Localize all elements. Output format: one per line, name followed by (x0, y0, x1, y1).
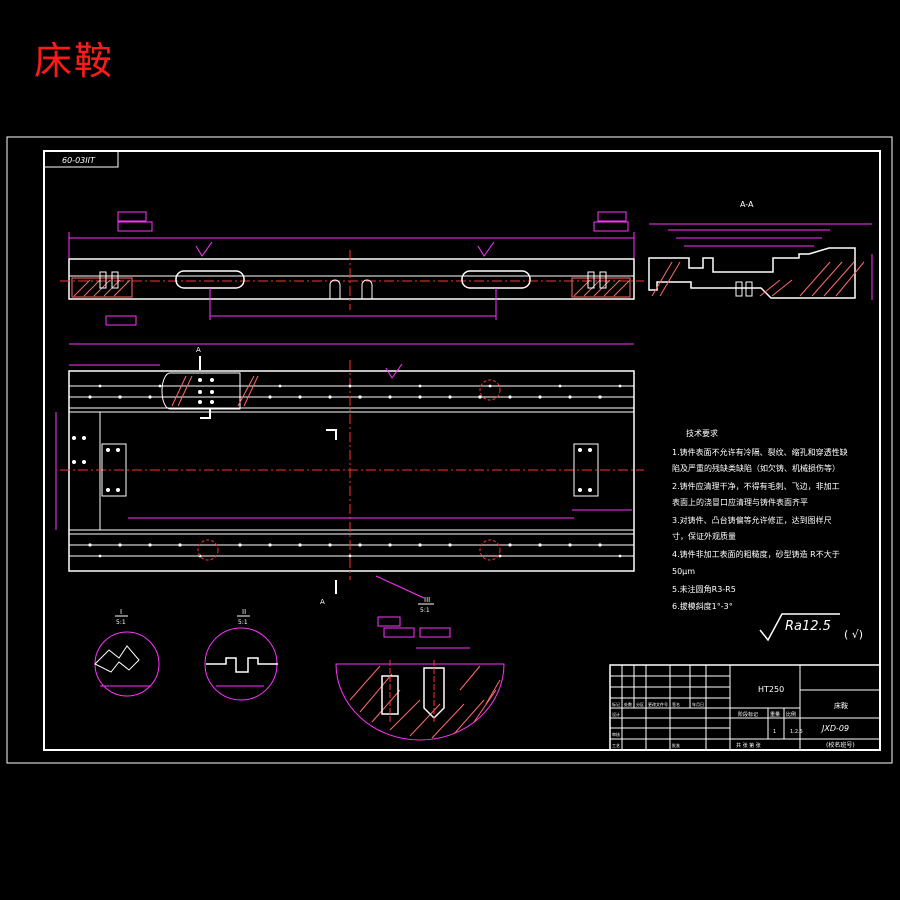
detail-i-mark: I (120, 608, 122, 616)
page-title: 床鞍 (34, 39, 115, 83)
tech-item: 50μm (672, 567, 695, 576)
tech-item: 6.拔模斜度1°-3° (672, 601, 733, 611)
tb-row-label: 签名 (672, 701, 680, 707)
tb-company: (校名班号) (826, 741, 855, 749)
tb-drawing-no: JXD-09 (820, 724, 849, 733)
front-left-hatch (71, 271, 133, 298)
detail-ii-mark: II (242, 608, 246, 616)
detail-iii-mark: III (424, 596, 430, 604)
roughness-paren: ( √) (844, 628, 863, 641)
tb-row-label: 更改文件号 (648, 701, 668, 707)
inner-frame (43, 150, 881, 751)
section-label: A-A (740, 200, 754, 209)
stamp-code: 60-03IIT (62, 156, 96, 165)
tb-scale-label: 比例 (786, 711, 796, 718)
tech-item: 表面上的浇冒口应清理与铸件表面齐平 (672, 497, 808, 507)
roughness-value: Ra12.5 (785, 619, 831, 634)
tb-row-label: 处数 (624, 701, 632, 707)
detail-i: I 5:1 (94, 608, 160, 697)
section-a-a: A-A (648, 200, 873, 300)
tech-item: 2.铸件应清理干净，不得有毛刺、飞边，非加工 (672, 481, 840, 491)
rail-holes-upper (88, 384, 622, 399)
tech-item: 5.未注圆角R3-R5 (672, 584, 736, 594)
section-marker-top: A (196, 346, 201, 354)
tb-process-label: 工艺 (612, 743, 620, 748)
tb-check-label: 审核 (612, 731, 620, 737)
tb-row-label: 分区 (636, 701, 644, 707)
section-marker-bottom: A (320, 598, 325, 606)
tb-row-label: 标记 (612, 701, 620, 707)
detail-iii-scale: 5:1 (420, 607, 430, 614)
tech-item: 3.对铸件、凸台铸偏等允许修正，达到图样尺 (672, 515, 832, 525)
detail-i-scale: 5:1 (116, 619, 126, 626)
plan-view: A A (55, 343, 644, 606)
stamp-box: 60-03IIT (43, 150, 119, 168)
tb-part-name: 床鞍 (834, 701, 848, 710)
section-hatch (651, 261, 865, 297)
tech-item: 1.铸件表面不允许有冷隔、裂纹、缩孔和穿透性缺 (672, 447, 848, 457)
tb-weight-label: 重量 (770, 711, 780, 718)
front-right-hatch (571, 271, 631, 298)
roughness-symbol: Ra12.5 ( √) (759, 613, 863, 642)
detail-iii: III 5:1 (335, 596, 505, 741)
rail-holes-lower (88, 543, 622, 558)
tb-qty: 1 (773, 729, 776, 735)
tb-sheet-label: 共 张 第 张 (736, 742, 761, 749)
front-view (60, 211, 644, 326)
detail-ii: II 5:1 (204, 608, 278, 701)
tb-material: HT250 (758, 685, 784, 694)
tb-scale: 1:2.5 (790, 729, 803, 735)
tech-heading: 技术要求 (686, 428, 718, 438)
tb-stage-label: 阶段标记 (738, 711, 758, 718)
title-block: HT250 床鞍 JXD-09 (校名班号) 阶段标记 重量 比例 1:2.5 … (609, 664, 881, 751)
tb-approve-label: 批准 (672, 742, 680, 748)
detail-ii-scale: 5:1 (238, 619, 248, 626)
tech-item: 陷及严重的残缺类缺陷（如欠铸、机械损伤等） (672, 463, 840, 473)
plan-pocket (161, 372, 259, 410)
detail-iii-hatch (349, 665, 501, 739)
tech-item: 4.铸件非加工表面的粗糙度，砂型铸造 R不大于 (672, 549, 840, 559)
tb-design-label: 设计 (612, 711, 620, 717)
tech-item: 寸，保证外观质量 (672, 531, 736, 541)
tech-requirements: 技术要求 1.铸件表面不允许有冷隔、裂纹、缩孔和穿透性缺 陷及严重的残缺类缺陷（… (672, 428, 848, 611)
outer-frame (6, 136, 893, 764)
tb-row-label: 年月日 (692, 701, 704, 707)
